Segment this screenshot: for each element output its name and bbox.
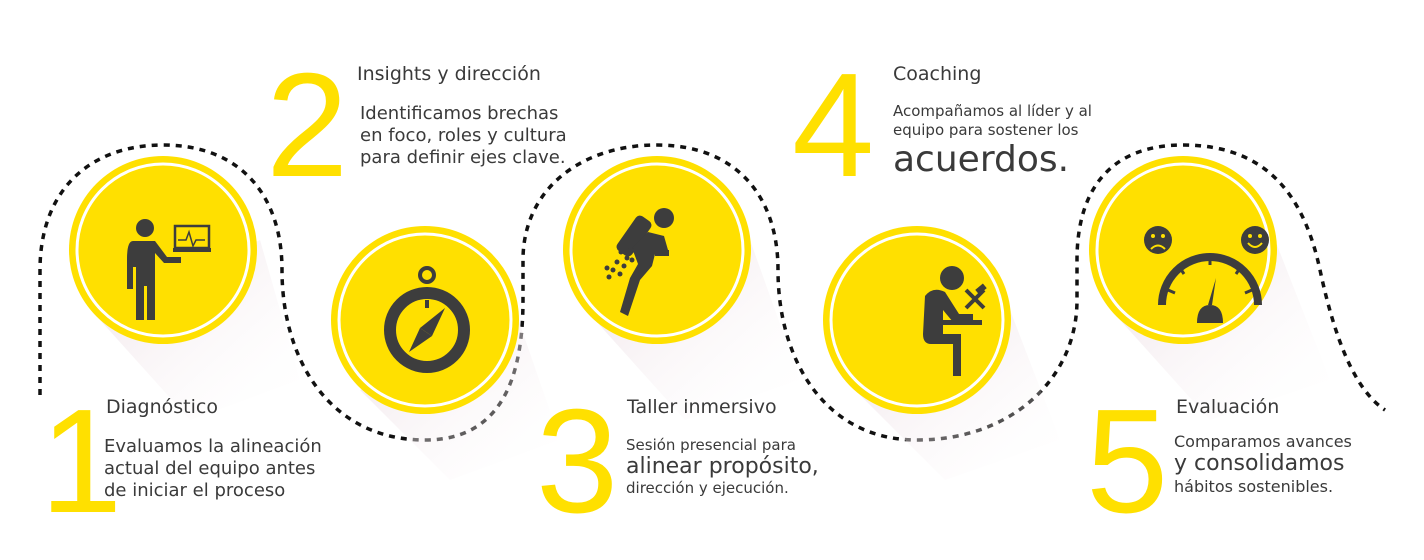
step-5-circle: [1089, 156, 1330, 420]
step-5-description: Comparamos avances y consolidamos hábito…: [1174, 432, 1352, 498]
gauge-faces-icon: [1144, 226, 1269, 323]
step-3-number: 3: [536, 379, 619, 544]
step-3-circle: [563, 156, 800, 420]
step-2-description: Identificamos brechas en foco, roles y c…: [360, 103, 567, 169]
step-1-circle: [69, 156, 300, 420]
step-1-title: Diagnóstico: [106, 396, 218, 418]
desc-line: Sesión presencial para: [626, 436, 796, 454]
desc-line: para definir ejes clave.: [360, 147, 566, 168]
step-1-number: 1: [40, 379, 123, 544]
desc-line: Evaluamos la alineación: [104, 436, 322, 457]
step-1-description: Evaluamos la alineación actual del equip…: [104, 436, 322, 502]
step-4-circle: [823, 226, 1060, 480]
compass-icon: [384, 266, 470, 373]
step-4-number: 4: [792, 43, 875, 208]
step-5-number: 5: [1086, 379, 1169, 544]
desc-line: acuerdos.: [893, 139, 1070, 180]
desc-line: Comparamos avances: [1174, 432, 1352, 451]
desc-line: en foco, roles y cultura: [360, 125, 567, 146]
step-4-title: Coaching: [893, 63, 982, 85]
desc-line: Acompañamos al líder y al: [893, 102, 1092, 120]
step-2-title: Insights y dirección: [357, 63, 541, 85]
desc-line: y consolidamos: [1174, 451, 1345, 476]
step-5-title: Evaluación: [1176, 396, 1280, 418]
person-desk-tools-icon: [923, 266, 987, 376]
desc-line: equipo para sostener los: [893, 121, 1079, 139]
step-3-description: Sesión presencial para alinear propósito…: [626, 436, 819, 498]
presenter-laptop-icon: [127, 219, 211, 320]
desc-line: de iniciar el proceso: [104, 480, 286, 501]
desc-line: alinear propósito,: [626, 454, 819, 479]
desc-line: Identificamos brechas: [360, 103, 559, 124]
step-2-circle: [331, 226, 560, 480]
desc-line: actual del equipo antes: [104, 458, 316, 479]
jetpack-person-icon: [604, 208, 674, 316]
step-3-title: Taller inmersivo: [627, 396, 777, 418]
step-2-number: 2: [266, 43, 349, 208]
step-4-description: Acompañamos al líder y al equipo para so…: [893, 102, 1092, 180]
dashed-path: [38, 143, 1386, 442]
desc-line: hábitos sostenibles.: [1174, 477, 1334, 496]
desc-line: dirección y ejecución.: [626, 479, 789, 497]
